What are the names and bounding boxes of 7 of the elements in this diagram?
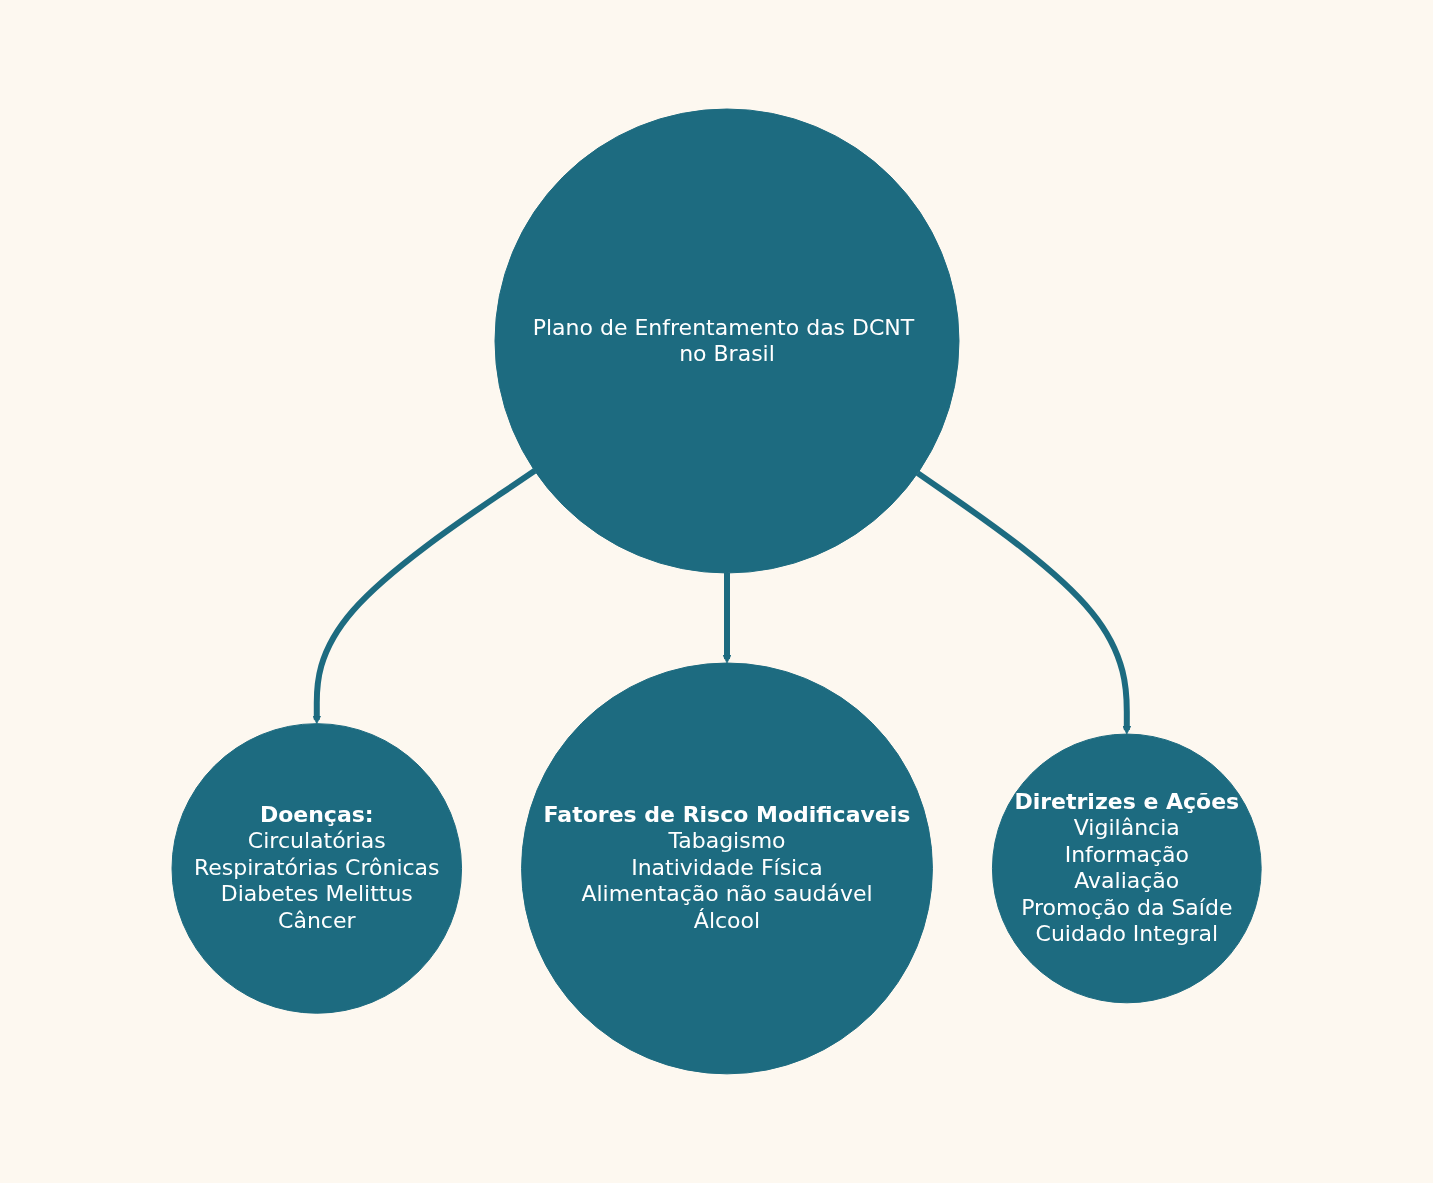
node-circle: Diretrizes e Ações Vigilância Informação Avaliação Promoção da Saíde Cuidado Integral [991, 733, 1262, 1004]
arrow [722, 573, 732, 664]
node-circle: Fatores de Risco Modificaveis Tabagismo Inatividade Física Alimentação não saudável Álcool [520, 662, 933, 1075]
arrow [312, 468, 537, 725]
arrow [915, 470, 1132, 735]
node-circle: Doenças: Circulatórias Respiratórias Crônicas Diabetes Melittus Câncer [171, 723, 462, 1014]
node-circle: Plano de Enfrentamento das DCNT no Brasil [494, 108, 960, 574]
